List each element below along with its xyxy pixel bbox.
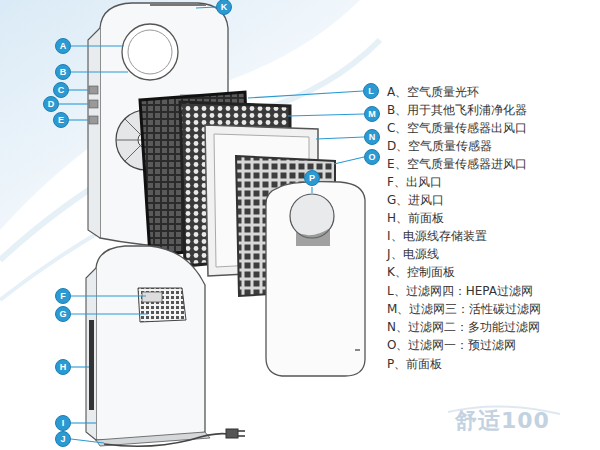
callout-circle: C — [53, 82, 69, 98]
callout-circle: B — [55, 64, 71, 80]
callout-letter: A — [60, 42, 67, 51]
callout-circle: O — [364, 149, 380, 165]
part-description: P、前面板 — [387, 356, 442, 372]
callout-letter: D — [48, 100, 55, 109]
part-description: G、进风口 — [387, 192, 444, 208]
callout-letter: E — [58, 116, 64, 125]
callout-letter: J — [60, 435, 65, 444]
callout-letter: F — [60, 292, 66, 301]
callout-letter: K — [221, 3, 228, 12]
callout-circle: L — [363, 83, 379, 99]
callout-circle: I — [55, 415, 71, 431]
part-description: B、用于其他飞利浦净化器 — [387, 102, 527, 118]
part-description: N、过滤网二：多功能过滤网 — [387, 319, 540, 335]
callout-letter: B — [60, 68, 67, 77]
callout-circle: F — [55, 288, 71, 304]
part-description: L、过滤网四：HEPA过滤网 — [387, 283, 533, 299]
part-description: C、空气质量传感器出风口 — [387, 120, 527, 136]
part-description: O、过滤网一：预过滤网 — [387, 337, 516, 353]
callout-circle: E — [53, 112, 69, 128]
callout-letter: M — [368, 110, 376, 119]
part-description: K、控制面板 — [387, 264, 455, 280]
callout-circle: M — [364, 106, 380, 122]
callout-circle: A — [55, 38, 71, 54]
callout-letter: N — [369, 133, 376, 142]
callout-letter: P — [309, 174, 315, 183]
part-description: F、出风口 — [387, 174, 442, 190]
part-description: M、过滤网三：活性碳过滤网 — [387, 301, 541, 317]
callout-circle: J — [55, 431, 71, 447]
callout-letter: O — [368, 153, 375, 162]
callout-letter: C — [58, 86, 65, 95]
part-description: E、空气质量传感器进风口 — [387, 156, 527, 172]
part-description: D、空气质量传感器 — [387, 138, 492, 154]
callout-circle: H — [55, 359, 71, 375]
callout-letter: I — [62, 419, 65, 428]
watermark: 舒适100 — [455, 406, 550, 436]
callout-letter: H — [60, 363, 67, 372]
part-description: A、空气质量光环 — [387, 84, 479, 100]
callout-circle: P — [304, 170, 320, 186]
part-description: J、电源线 — [387, 246, 439, 262]
part-description: H、前面板 — [387, 210, 444, 226]
part-description: I、电源线存储装置 — [387, 228, 487, 244]
callout-letter: L — [368, 87, 374, 96]
callout-circle: G — [55, 306, 71, 322]
callout-letter: G — [59, 310, 66, 319]
callout-circle: D — [43, 96, 59, 112]
callout-circle: K — [216, 0, 232, 15]
callout-circle: N — [364, 129, 380, 145]
